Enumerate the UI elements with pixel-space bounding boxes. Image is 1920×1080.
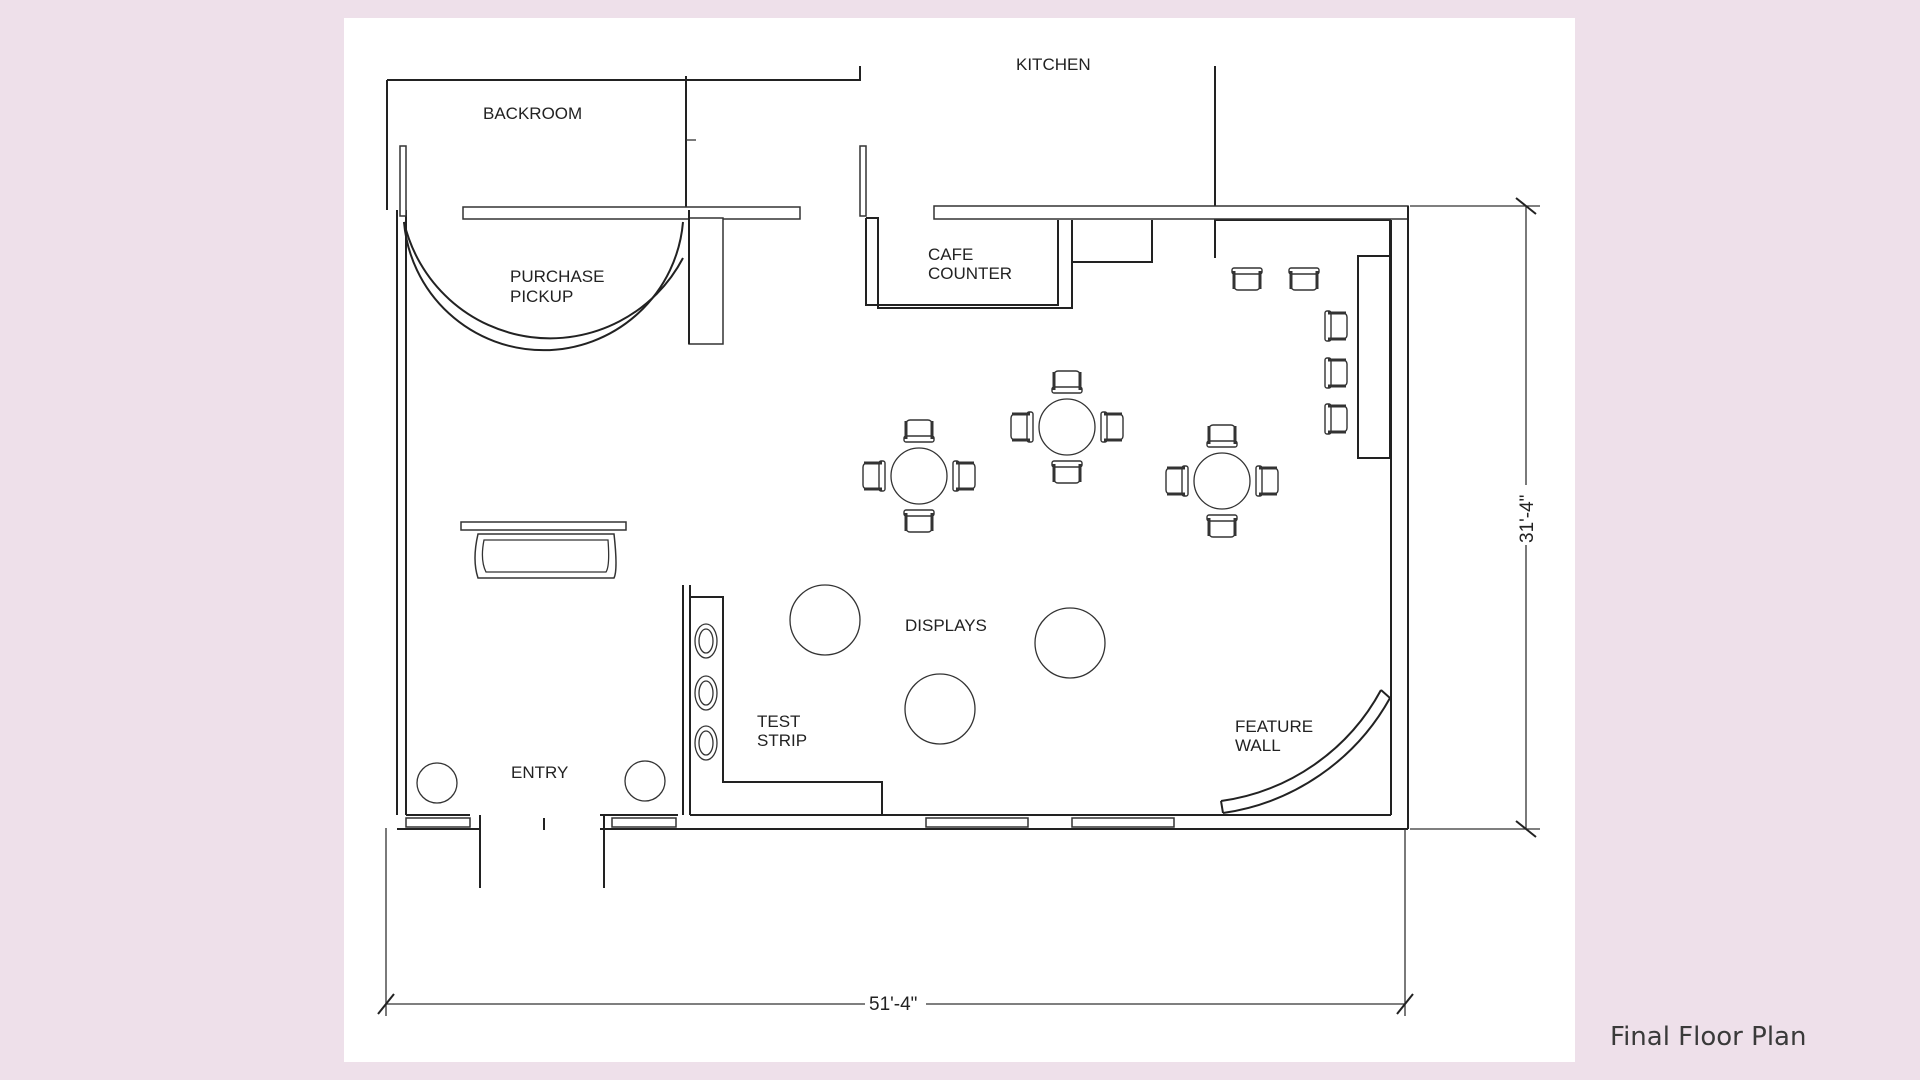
label-cafe: CAFE [928,245,973,264]
label-backroom: BACKROOM [483,104,582,123]
label-displays: DISPLAYS [905,616,987,635]
purchase-pickup-area [403,210,724,352]
cafe-table-1 [861,418,977,534]
test-strip-wall [682,585,883,815]
slide-caption: Final Floor Plan [1610,1022,1807,1052]
width-dimension [377,828,1414,1016]
bar-chairs [1230,266,1349,436]
label-wall: WALL [1235,736,1281,755]
width-dimension-label: 51'-4" [869,994,917,1015]
entry-planters [416,760,666,804]
label-counter: COUNTER [928,264,1012,283]
cafe-table-2 [1009,369,1125,485]
label-test: TEST [757,712,800,731]
height-dimension [1410,197,1540,838]
label-feature: FEATURE [1235,717,1313,736]
label-entry: ENTRY [511,763,568,782]
bench [460,521,627,579]
label-pickup: PICKUP [510,287,573,306]
upper-walls [386,66,1391,258]
label-kitchen: KITCHEN [1016,55,1091,74]
label-purchase: PURCHASE [510,267,604,286]
display-tables [789,584,1106,745]
feature-wall [1220,689,1391,814]
main-walls [396,145,1409,888]
cafe-table-3 [1164,423,1280,539]
height-dimension-label: 31'-4" [1517,495,1538,543]
label-strip: STRIP [757,731,807,750]
